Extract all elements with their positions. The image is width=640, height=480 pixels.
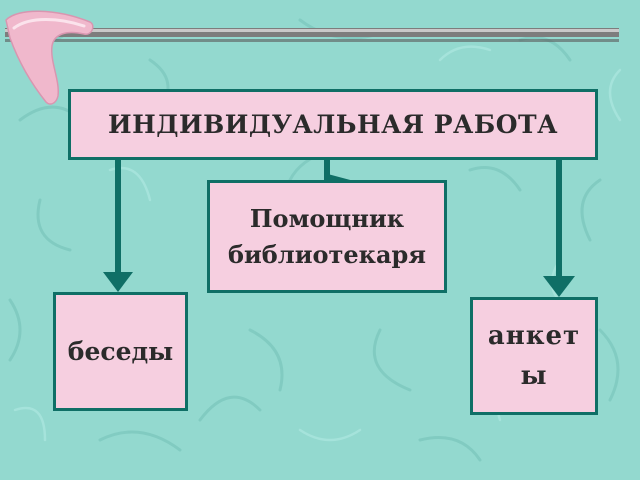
arrow-down-icon bbox=[543, 160, 575, 297]
talks-node-label: беседы bbox=[67, 337, 174, 366]
helper-node-label: Помощник библиотекаря bbox=[227, 203, 427, 269]
forms-node-label: анкеты bbox=[487, 321, 581, 391]
forms-node: анкеты bbox=[470, 297, 598, 415]
arrow-down-icon bbox=[103, 160, 133, 292]
top-bar bbox=[5, 28, 619, 42]
talks-node: беседы bbox=[53, 292, 188, 411]
main-node: ИНДИВИДУАЛЬНАЯ РАБОТА bbox=[68, 89, 598, 160]
main-node-label: ИНДИВИДУАЛЬНАЯ РАБОТА bbox=[108, 110, 558, 139]
helper-node: Помощник библиотекаря bbox=[207, 180, 447, 293]
boomerang-icon bbox=[5, 10, 94, 105]
